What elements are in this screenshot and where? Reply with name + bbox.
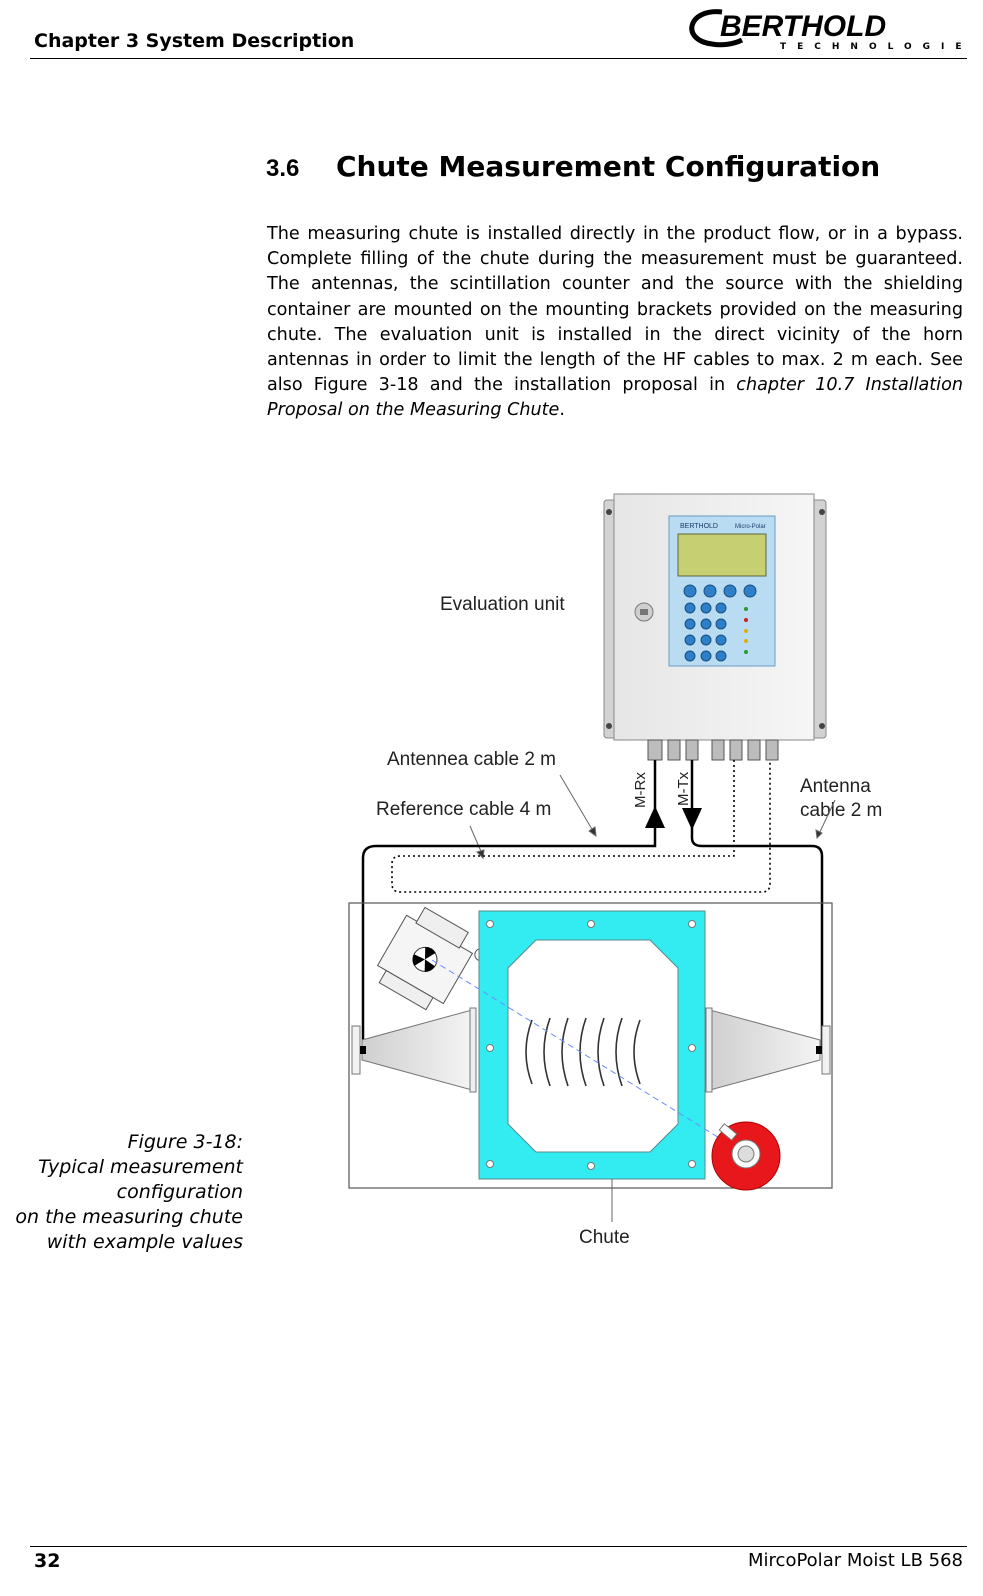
chapter-header: Chapter 3 System Description	[34, 30, 355, 52]
caption-line: Typical measurement	[38, 1156, 243, 1178]
right-horn-antenna	[705, 1007, 831, 1093]
scintillation-counter	[711, 1121, 781, 1191]
evaluation-unit: BERTHOLD Micro-Polar	[603, 493, 827, 761]
section-heading: 3.6 Chute Measurement Configuration	[266, 150, 880, 183]
logo-wordmark: BERTHOLD	[720, 10, 886, 43]
device-display	[677, 533, 767, 577]
antenna-cables	[361, 760, 824, 1048]
caption-line: configuration	[116, 1181, 243, 1203]
label-evaluation-unit: Evaluation unit	[440, 594, 565, 615]
label-m-rx: M-Rx	[632, 772, 649, 808]
device-brand: BERTHOLD	[680, 523, 718, 530]
figure-caption: Figure 3-18: Typical measurement configu…	[15, 1130, 243, 1255]
label-antenna-right-1: Antenna	[800, 776, 871, 797]
device-keypad	[683, 584, 757, 662]
logo-subtitle: TECHNOLOGIES	[780, 42, 972, 52]
caption-line: with example values	[46, 1231, 243, 1253]
caption-line: Figure 3-18:	[127, 1131, 243, 1153]
caption-line: on the measuring chute	[15, 1206, 243, 1228]
mounting-frame	[348, 902, 833, 1189]
berthold-logo: BERTHOLD TECHNOLOGIES	[689, 9, 972, 52]
body-text: The measuring chute is installed directl…	[267, 224, 963, 396]
header-rule	[30, 58, 967, 59]
body-text-end: .	[559, 400, 565, 421]
section-number: 3.6	[266, 155, 300, 182]
footer-rule	[30, 1546, 967, 1547]
configuration-figure: BERTHOLD Micro-Polar Evaluation unit Ant…	[348, 493, 882, 1248]
page-number: 32	[34, 1550, 61, 1572]
label-antenna-cable-left: Antennea cable 2 m	[387, 749, 556, 770]
reference-cable	[391, 760, 771, 893]
radiation-path	[431, 959, 743, 1153]
body-paragraph: The measuring chute is installed directl…	[267, 222, 963, 424]
section-title: Chute Measurement Configuration	[336, 150, 881, 183]
document-name: MircoPolar Moist LB 568	[748, 1550, 963, 1571]
chute	[431, 910, 743, 1180]
label-antenna-right-2: cable 2 m	[800, 800, 882, 821]
left-horn-antenna	[351, 1007, 477, 1093]
chapter-reference: chapter 10.7 Installation Proposal on th…	[267, 375, 963, 421]
label-chute: Chute	[579, 1227, 630, 1248]
label-m-tx: M-Tx	[675, 771, 692, 806]
source-container	[376, 906, 488, 1011]
label-reference-cable: Reference cable 4 m	[376, 799, 551, 820]
device-model: Micro-Polar	[735, 524, 766, 530]
